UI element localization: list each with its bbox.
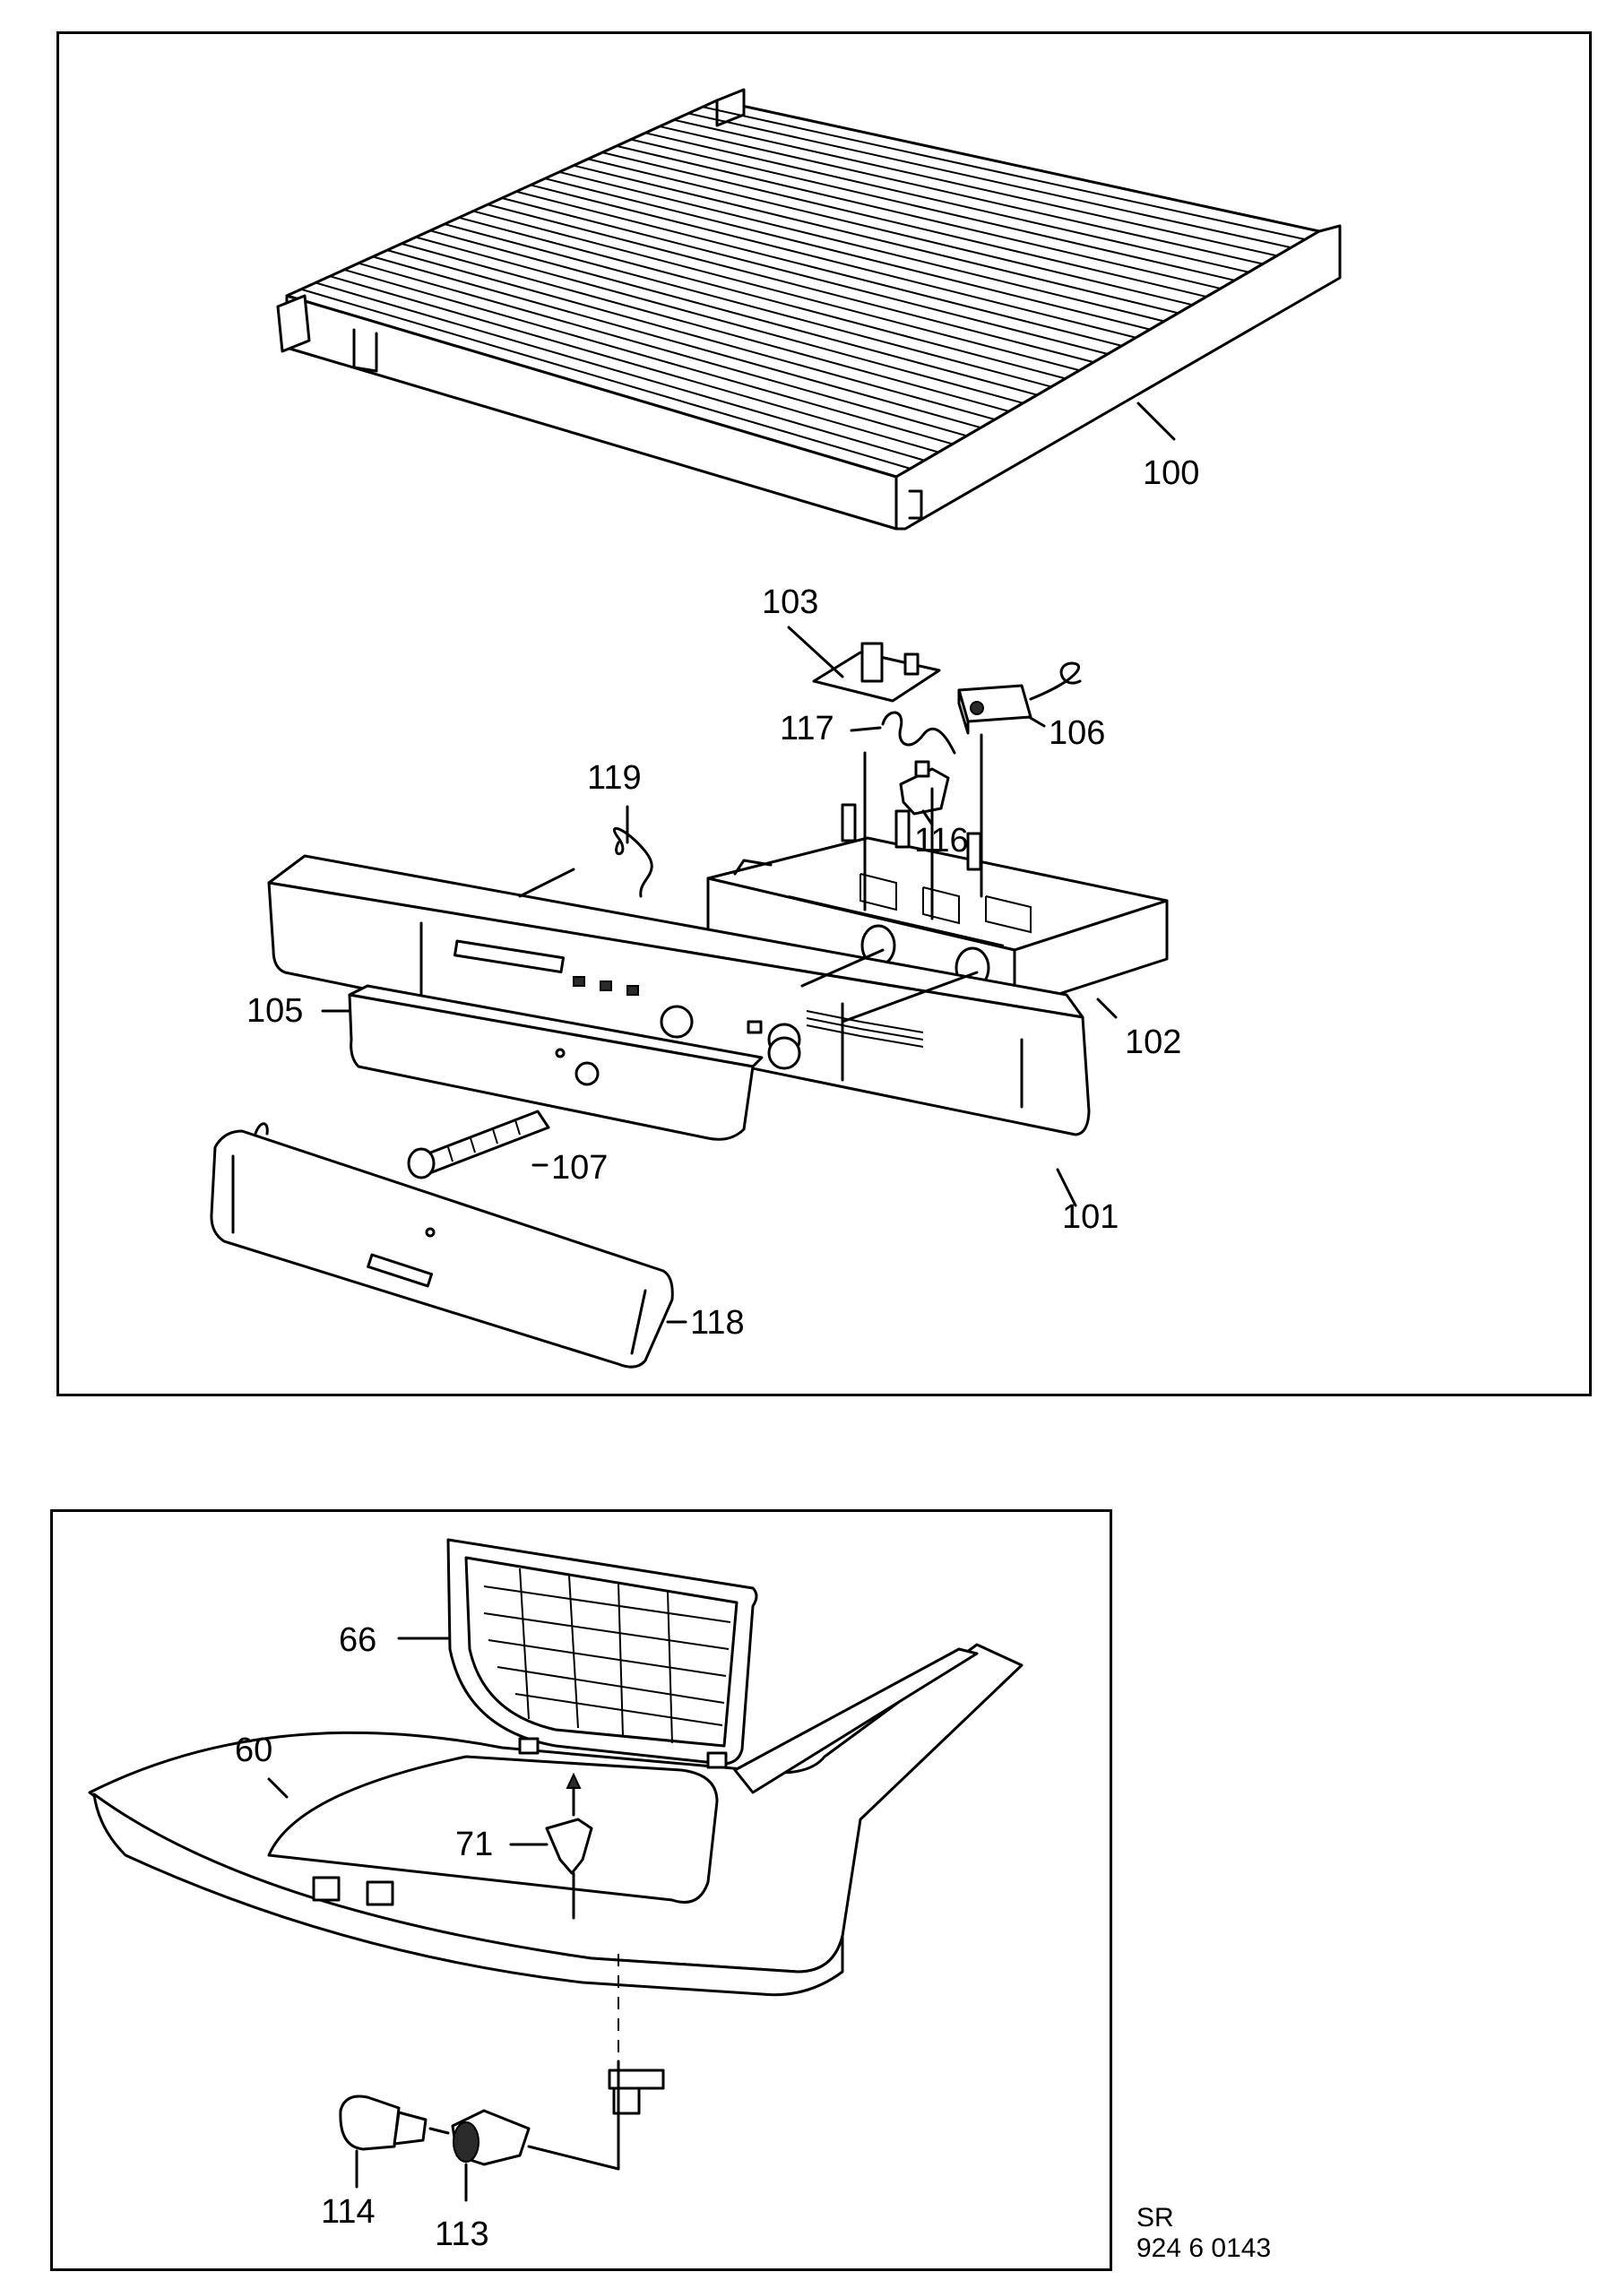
- tray-slat: [487, 203, 1094, 364]
- tray-slat: [372, 255, 981, 429]
- cover-strip-part-105: [348, 984, 764, 1141]
- tray-slat: [315, 281, 925, 462]
- tray-slat: [444, 223, 1052, 388]
- tray-slat: [501, 197, 1109, 355]
- callout-113: 113: [435, 2216, 489, 2253]
- tray-slat: [386, 249, 996, 421]
- tray-slat: [530, 184, 1136, 339]
- tray-slat: [630, 138, 1235, 281]
- tray-slat: [544, 177, 1151, 331]
- leader-lines-top: [321, 402, 1176, 1324]
- tray-slat: [573, 164, 1179, 315]
- tray-slat: [343, 268, 954, 445]
- reference-code-line-1: SR: [1136, 2203, 1174, 2233]
- callout-107: 107: [551, 1149, 608, 1187]
- tray-slat: [687, 112, 1291, 249]
- tray-slat: [458, 216, 1067, 380]
- tray-slat: [673, 118, 1278, 257]
- tray-slat: [702, 106, 1306, 241]
- callout-118: 118: [690, 1304, 745, 1342]
- tray-slat: [601, 151, 1207, 298]
- clip-spring-part-119: [612, 826, 653, 898]
- shaft-part-107: [407, 1110, 550, 1179]
- switch-part-116: [899, 760, 950, 816]
- bulb-part-114: [339, 2095, 428, 2151]
- wire-spring-part-117: [881, 711, 956, 755]
- grille-part-66: [446, 1538, 758, 1766]
- tray-slat: [515, 190, 1122, 347]
- tray-slat: [644, 132, 1249, 273]
- callout-100: 100: [1143, 454, 1199, 492]
- tray-slat: [329, 275, 939, 453]
- vent-slots-right: [860, 1021, 924, 1048]
- lamp-housing-part-60: [88, 1643, 1024, 2115]
- reference-code-line-2: 924 6 0143: [1136, 2233, 1272, 2263]
- front-panel-part-101: [267, 854, 1091, 1136]
- callout-102: 102: [1125, 1024, 1181, 1061]
- tray-slat: [415, 236, 1024, 404]
- clip-part-71: [545, 1772, 593, 1920]
- vent-slots-left: [806, 1010, 861, 1037]
- tray-slat: [659, 125, 1264, 265]
- tray-slat: [358, 262, 967, 437]
- callout-103: 103: [762, 583, 818, 621]
- tray-slat: [587, 158, 1193, 307]
- callout-66: 66: [339, 1621, 376, 1659]
- flap-part-118: [210, 1122, 674, 1369]
- tray-slat: [300, 288, 911, 470]
- callout-116: 116: [914, 822, 969, 859]
- callout-106: 106: [1049, 714, 1105, 752]
- callout-60: 60: [235, 1732, 272, 1769]
- leader-lines-bottom: [267, 1637, 549, 2202]
- tray-part-100: [276, 88, 1342, 531]
- tray-slat: [472, 210, 1080, 372]
- tray-slat: [401, 242, 1010, 412]
- tray-slat: [429, 229, 1038, 396]
- exploded-view-bottom-panel: [50, 1509, 1112, 2271]
- socket-part-113: [451, 2060, 620, 2171]
- callout-71: 71: [455, 1826, 493, 1863]
- switch-plate-part-103: [812, 642, 941, 703]
- callout-119: 119: [587, 759, 642, 797]
- tray-slat: [558, 170, 1165, 323]
- callout-101: 101: [1062, 1198, 1119, 1236]
- callout-105: 105: [246, 992, 303, 1030]
- tray-slat: [616, 144, 1222, 289]
- callout-114: 114: [321, 2193, 376, 2231]
- callout-117: 117: [780, 710, 834, 747]
